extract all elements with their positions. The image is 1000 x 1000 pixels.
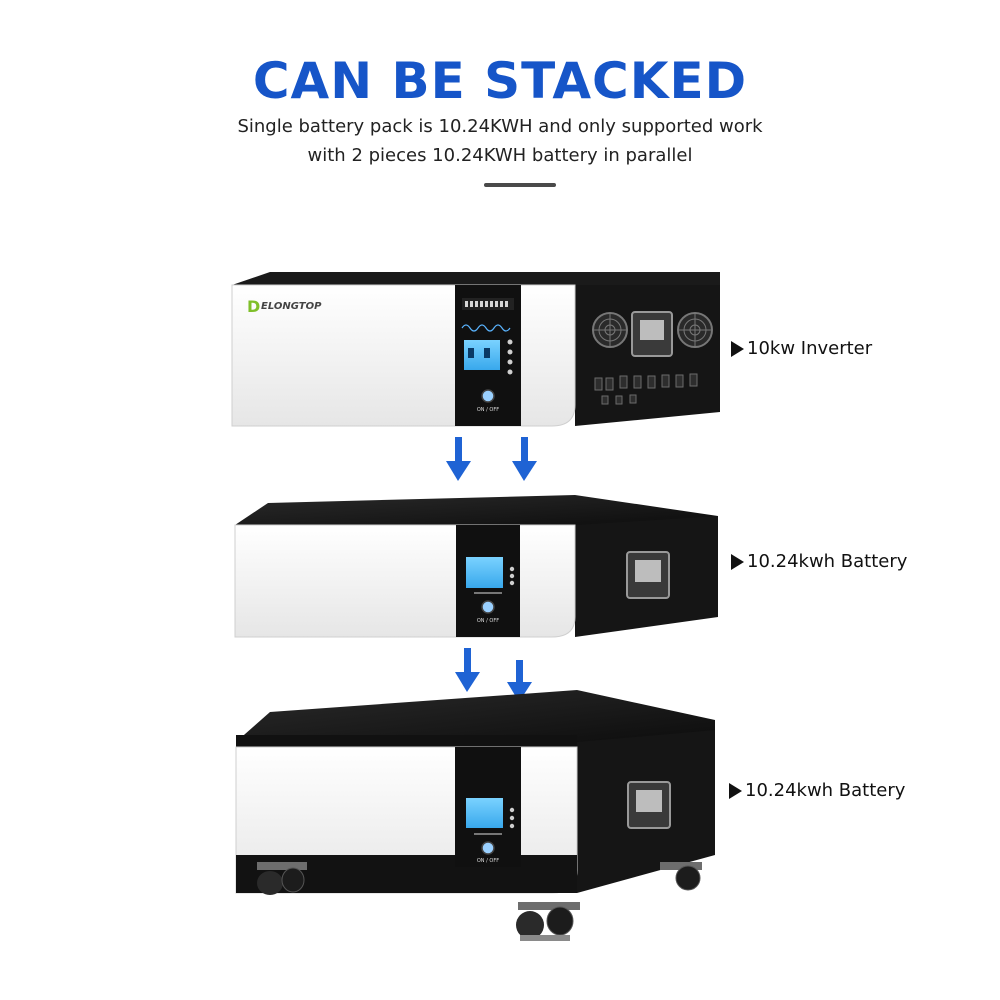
indicator-leds bbox=[509, 566, 515, 586]
down-arrow-icon bbox=[512, 437, 537, 481]
label-inverter-text: 10kw Inverter bbox=[747, 338, 873, 359]
power-button[interactable] bbox=[481, 841, 495, 855]
fan-right-icon bbox=[677, 312, 713, 348]
inverter-terminals bbox=[594, 373, 698, 405]
label-inverter: 10kw Inverter bbox=[731, 338, 872, 359]
power-button[interactable] bbox=[481, 600, 495, 614]
power-button-label: ON / OFF bbox=[477, 407, 499, 413]
label-battery-1: 10.24kwh Battery bbox=[731, 551, 907, 572]
brand-logo-text: ELONGTOP bbox=[261, 301, 322, 312]
label-battery-2-text: 10.24kwh Battery bbox=[745, 780, 906, 801]
power-button[interactable] bbox=[481, 389, 495, 403]
battery-unit-1: ON / OFF bbox=[234, 495, 718, 638]
down-arrow-icon bbox=[446, 437, 471, 481]
battery-lcd-screen bbox=[466, 798, 503, 828]
title-divider bbox=[484, 183, 556, 187]
pointer-triangle-icon bbox=[729, 782, 742, 799]
inverter-unit: D ELONGTOP ON / OFF bbox=[231, 272, 720, 427]
pointer-triangle-icon bbox=[731, 340, 744, 357]
label-battery-2: 10.24kwh Battery bbox=[729, 780, 905, 801]
power-button-label: ON / OFF bbox=[477, 618, 499, 624]
subtitle-line-2: with 2 pieces 10.24KWH battery in parall… bbox=[307, 145, 693, 166]
battery-unit-2: ON / OFF bbox=[235, 690, 715, 941]
wheel-icon bbox=[257, 862, 307, 895]
down-arrow-icon bbox=[507, 660, 532, 702]
fan-left-icon bbox=[592, 312, 628, 348]
brand-logo: D ELONGTOP bbox=[247, 297, 322, 316]
down-arrow-icon bbox=[455, 648, 480, 692]
label-battery-1-text: 10.24kwh Battery bbox=[747, 551, 908, 572]
subtitle-line-1: Single battery pack is 10.24KWH and only… bbox=[237, 116, 763, 137]
pointer-triangle-icon bbox=[731, 553, 744, 570]
battery-lcd-screen bbox=[466, 557, 503, 588]
power-button-label: ON / OFF bbox=[477, 858, 499, 864]
wheel-icon bbox=[660, 862, 702, 891]
page-title: CAN BE STACKED bbox=[252, 52, 748, 110]
indicator-leds bbox=[509, 807, 515, 829]
indicator-leds bbox=[507, 339, 513, 375]
wheel-icon bbox=[516, 902, 580, 941]
brand-logo-initial: D bbox=[247, 297, 260, 316]
